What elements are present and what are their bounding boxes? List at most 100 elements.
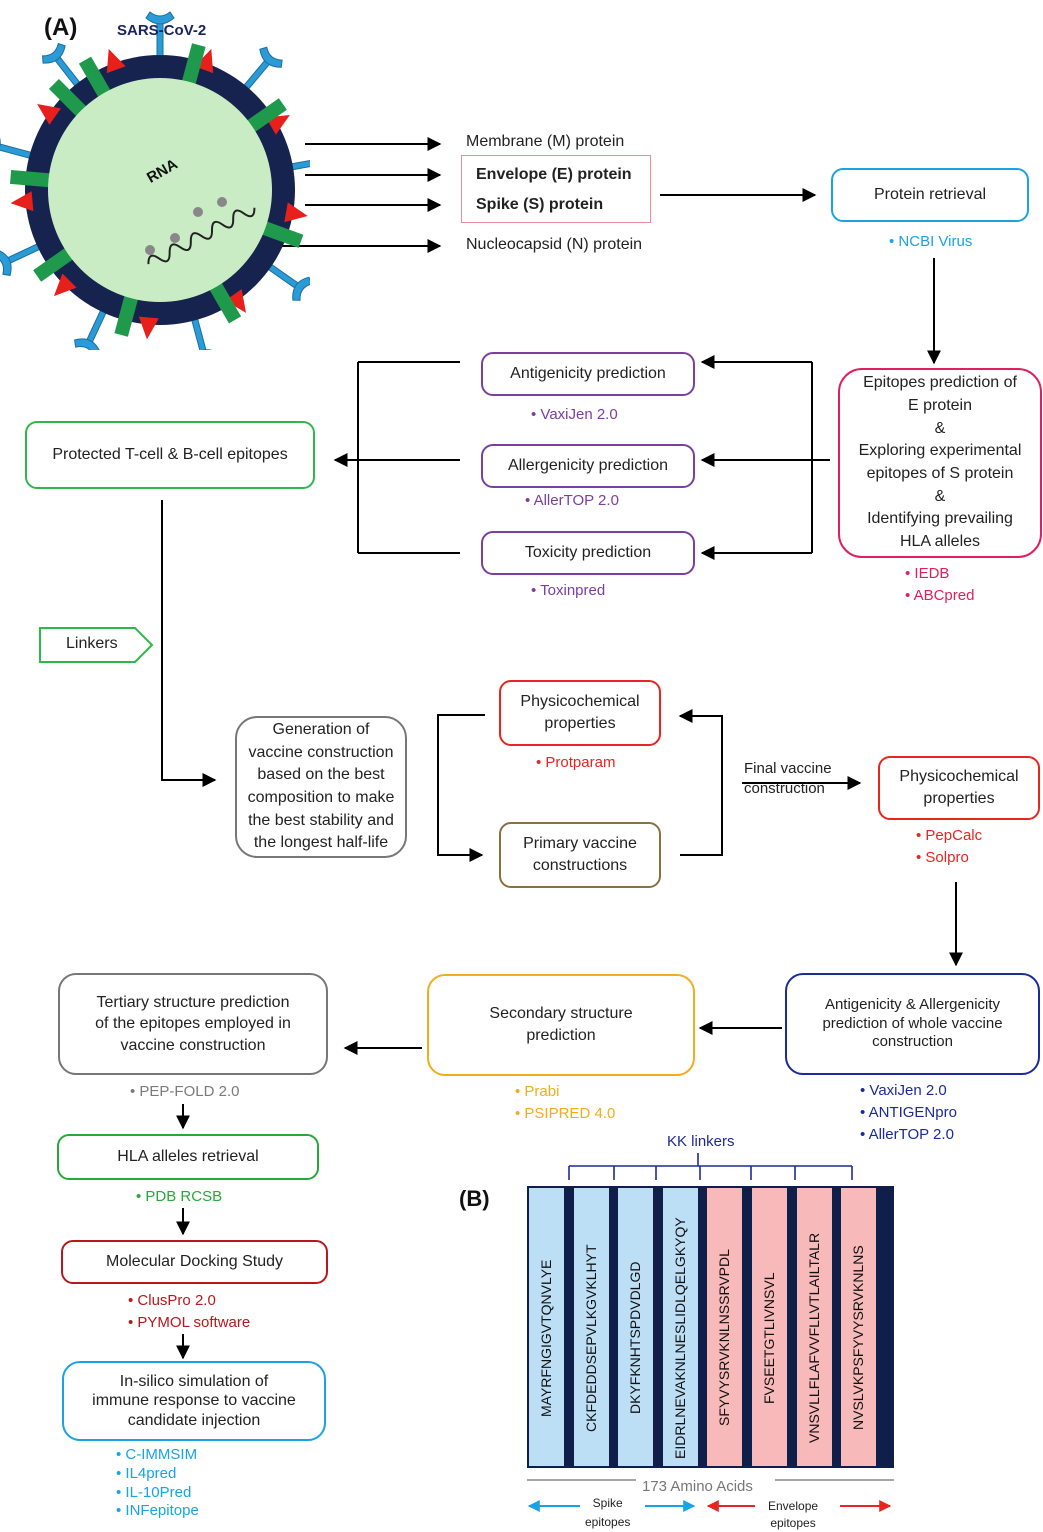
epitope-line: &	[934, 419, 946, 437]
generation-line: vaccine construction	[248, 743, 394, 761]
physchem-box-2: Physicochemical properties	[878, 756, 1040, 820]
construct-segment-spike: DKYFKNHTSPDVDLGD	[618, 1188, 654, 1466]
hla-retrieval-tools: PDB RCSB	[136, 1186, 222, 1208]
allergenicity-tools: AllerTOP 2.0	[525, 490, 619, 512]
protein-retrieval-title: Protein retrieval	[873, 186, 987, 204]
docking-title: Molecular Docking Study	[106, 1253, 283, 1271]
virus-name: SARS-CoV-2	[117, 22, 207, 39]
secondary-structure-box: Secondary structure prediction	[427, 974, 695, 1076]
tool-iedb: IEDB	[905, 563, 974, 585]
construct-segment-envelope: SFYVYSRVKNLNSSRVPDL	[707, 1188, 743, 1466]
tool-il4pred: IL4pred	[116, 1465, 199, 1484]
insilico-box: In-silico simulation of immune response …	[62, 1361, 326, 1441]
epitope-line: &	[934, 487, 946, 505]
protein-retrieval-box: Protein retrieval	[831, 168, 1029, 222]
envelope-epitopes-label: Envelope epitopes	[768, 1498, 818, 1532]
tertiary-tools: PEP-FOLD 2.0	[130, 1081, 239, 1103]
envelope-protein-label: Envelope (E) protein	[476, 166, 632, 183]
secondary-tools: Prabi PSIPRED 4.0	[515, 1081, 615, 1125]
physchem-1-tools: Protparam	[536, 752, 615, 774]
epitope-line: E protein	[907, 396, 973, 414]
construct-segment-envelope: NVSLVKPSFYVYSRVKNLNS	[841, 1188, 877, 1466]
tertiary-line: Tertiary structure prediction	[96, 993, 290, 1011]
final-vaccine-line: construction	[744, 779, 825, 797]
physchem-1-line: Physicochemical	[520, 693, 640, 711]
antigenicity-box: Antigenicity prediction	[481, 352, 695, 396]
tertiary-line: vaccine construction	[120, 1036, 266, 1054]
panel-b-label: (B)	[459, 1186, 490, 1211]
physchem-1-line: properties	[544, 715, 616, 732]
construct-segment-spike: CKFDEDDSEPVLKGVKLHYT	[573, 1188, 609, 1466]
epitope-line: epitopes of S protein	[866, 465, 1014, 482]
tool-psipred: PSIPRED 4.0	[515, 1103, 615, 1125]
antigenicity-title: Antigenicity prediction	[510, 365, 666, 383]
spike-epitopes-line: Spike	[592, 1496, 623, 1510]
physchem-2-line: Physicochemical	[899, 768, 1019, 786]
toxicity-title: Toxicity prediction	[524, 544, 652, 562]
linkers-label: Linkers	[66, 635, 118, 652]
panel-a-label: (A)	[44, 14, 78, 41]
tool-vaxijen: VaxiJen 2.0	[531, 404, 617, 426]
insilico-line: In-silico simulation of	[119, 1372, 269, 1390]
epitope-line: Epitopes prediction of	[863, 374, 1017, 392]
protected-epitopes-box: Protected T-cell & B-cell epitopes	[25, 421, 315, 489]
tool-vaxijen-2: VaxiJen 2.0	[860, 1080, 957, 1102]
secondary-line: prediction	[526, 1027, 596, 1044]
final-vaccine-label: Final vaccine construction	[744, 759, 832, 798]
tool-allertop: AllerTOP 2.0	[525, 490, 619, 512]
generation-line: the best stability and	[248, 811, 394, 829]
primary-vaccine-line: Primary vaccine	[523, 835, 637, 853]
tool-abcpred: ABCpred	[905, 585, 975, 607]
antigenicity-whole-tools: VaxiJen 2.0 ANTIGENpro AllerTOP 2.0	[860, 1080, 957, 1145]
generation-line: Generation of	[272, 720, 370, 738]
envelope-epitopes-line: epitopes	[770, 1515, 816, 1530]
membrane-protein-label: Membrane (M) protein	[466, 133, 625, 150]
selected-proteins-box: Envelope (E) protein Spike (S) protein	[461, 155, 651, 223]
allergenicity-title: Allergenicity prediction	[507, 457, 669, 475]
spike-epitopes-line: epitopes	[585, 1515, 631, 1530]
tool-allertop-2: AllerTOP 2.0	[860, 1124, 957, 1146]
tool-ncbi-virus: NCBI Virus	[889, 231, 972, 253]
tool-solpro: Solpro	[916, 847, 982, 869]
primary-vaccine-line: constructions	[532, 857, 628, 874]
tertiary-line: of the epitopes employed in	[95, 1015, 291, 1033]
physchem-2-tools: PepCalc Solpro	[916, 825, 982, 869]
tool-c-immsim: C-IMMSIM	[116, 1446, 199, 1465]
tool-infepitope: INFepitope	[116, 1502, 198, 1521]
generation-line: the longest half-life	[253, 834, 389, 852]
generation-line: based on the best	[257, 766, 385, 784]
insilico-line: candidate injection	[127, 1411, 261, 1429]
toxicity-tools: Toxinpred	[531, 580, 605, 602]
epitope-line: Identifying prevailing	[867, 510, 1013, 528]
generation-line: composition to make	[247, 789, 395, 806]
construct-segment-spike: MAYRFNGIGVTQNVLYE	[529, 1188, 564, 1466]
tool-il10pred: IL-10Pred	[116, 1484, 199, 1503]
tool-pymol: PYMOL software	[128, 1312, 250, 1334]
tertiary-structure-box: Tertiary structure prediction of the epi…	[58, 973, 328, 1075]
physchem-2-line: properties	[923, 790, 995, 807]
final-vaccine-line: Final vaccine	[744, 760, 832, 777]
antigenicity-whole-line: construction	[872, 1033, 953, 1051]
tool-pep-fold: PEP-FOLD 2.0	[130, 1081, 239, 1103]
secondary-line: Secondary structure	[489, 1005, 633, 1023]
toxicity-box: Toxicity prediction	[481, 531, 695, 575]
tool-antigenpro: ANTIGENpro	[860, 1102, 957, 1124]
docking-box: Molecular Docking Study	[61, 1240, 328, 1284]
docking-tools: ClusPro 2.0 PYMOL software	[128, 1290, 250, 1334]
antigenicity-whole-box: Antigenicity & Allergenicity prediction …	[785, 973, 1040, 1075]
construct-segment-spike: EIDRLNEVAKNLNESLIDLQELGKYQY	[662, 1188, 698, 1466]
epitope-prediction-tools: IEDB ABCpred	[905, 563, 975, 607]
amino-acid-length-label: 173 Amino Acids	[642, 1478, 753, 1495]
linkers-shape	[39, 627, 154, 663]
virus-illustration	[0, 11, 310, 350]
protected-epitopes-title: Protected T-cell & B-cell epitopes	[52, 446, 288, 464]
hla-retrieval-title: HLA alleles retrieval	[117, 1148, 259, 1166]
protein-retrieval-tools: NCBI Virus	[889, 231, 972, 253]
antigenicity-whole-line: Antigenicity & Allergenicity	[824, 995, 1001, 1013]
nucleocapsid-protein-label: Nucleocapsid (N) protein	[466, 236, 643, 253]
epitope-line: Exploring experimental	[858, 442, 1022, 460]
antigenicity-whole-line: prediction of whole vaccine	[822, 1014, 1003, 1032]
